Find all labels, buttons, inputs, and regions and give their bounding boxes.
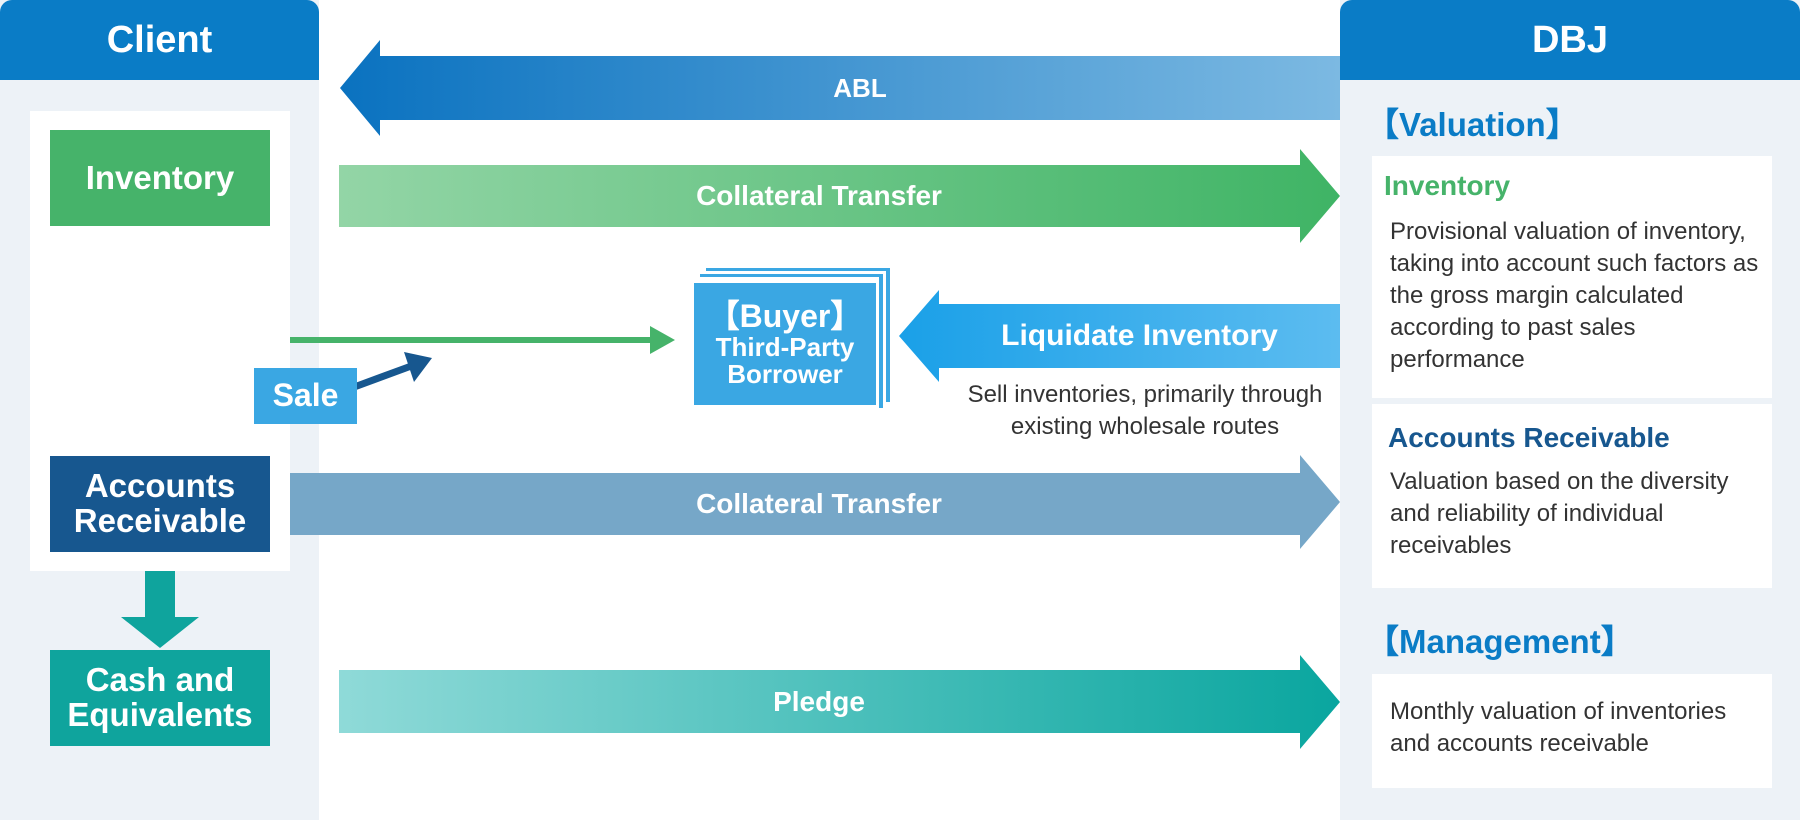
accounts-receivable-line1: Accounts xyxy=(84,467,236,505)
buyer-title: 【Buyer】 xyxy=(707,297,863,334)
management-text: Monthly valuation of inventories and acc… xyxy=(1390,698,1727,757)
cash-box: Cash and Equivalents xyxy=(50,650,270,746)
buyer-card-text: 【Buyer】 Third-Party Borrower xyxy=(694,287,876,401)
liquidate-caption: Sell inventories, primarily through exis… xyxy=(930,379,1360,443)
dbj-header: DBJ xyxy=(1340,0,1800,80)
accounts-receivable-line2: Receivable xyxy=(73,502,247,539)
liquidate-caption-line1: Sell inventories, primarily through xyxy=(967,381,1323,408)
receivable-valuation-card: Accounts Receivable Valuation based on t… xyxy=(1372,404,1772,588)
abl-label: ABL xyxy=(833,72,887,103)
accounts-receivable-box: Accounts Receivable xyxy=(50,456,270,552)
client-header: Client xyxy=(0,0,319,80)
dbj-title: DBJ xyxy=(1531,18,1609,61)
management-heading: 【Management】 xyxy=(1366,623,1634,660)
receivable-valuation-title: Accounts Receivable xyxy=(1388,422,1670,453)
inventory-to-buyer-arrowhead xyxy=(650,326,675,354)
abl-arrow xyxy=(340,40,1340,136)
cash-line1: Cash and xyxy=(85,661,235,699)
sale-badge: Sale xyxy=(254,368,357,424)
liquidate-caption-line2: existing wholesale routes xyxy=(1010,413,1280,440)
liquidate-label: Liquidate Inventory xyxy=(1001,319,1278,352)
collateral-transfer-receivable-label: Collateral Transfer xyxy=(696,488,942,519)
inventory-label: Inventory xyxy=(85,158,235,196)
collateral-transfer-receivable-arrow xyxy=(270,455,1340,549)
receivable-valuation-text: Valuation based on the diversity and rel… xyxy=(1390,468,1729,559)
buyer-line1: Third-Party xyxy=(715,331,855,362)
sale-arrowhead xyxy=(404,352,432,382)
inventory-box: Inventory xyxy=(50,130,270,226)
pledge-arrow xyxy=(339,655,1340,749)
inventory-valuation-text: Provisional valuation of inventory, taki… xyxy=(1390,218,1759,373)
liquidate-arrow xyxy=(899,290,1340,382)
sale-label: Sale xyxy=(272,377,339,414)
cash-line2: Equivalents xyxy=(67,696,253,733)
client-title: Client xyxy=(106,18,213,61)
management-card: Monthly valuation of inventories and acc… xyxy=(1372,674,1772,788)
receivable-to-cash-arrow xyxy=(121,571,199,648)
inventory-valuation-card: Inventory Provisional valuation of inven… xyxy=(1372,156,1772,398)
collateral-transfer-inventory-arrow xyxy=(339,149,1340,243)
buyer-line2: Borrower xyxy=(727,358,843,389)
inventory-valuation-title: Inventory xyxy=(1384,170,1511,201)
valuation-heading: 【Valuation】 xyxy=(1366,106,1579,143)
collateral-transfer-inventory-label: Collateral Transfer xyxy=(696,180,942,211)
pledge-label: Pledge xyxy=(773,685,865,717)
buyer-card-front xyxy=(694,283,876,405)
